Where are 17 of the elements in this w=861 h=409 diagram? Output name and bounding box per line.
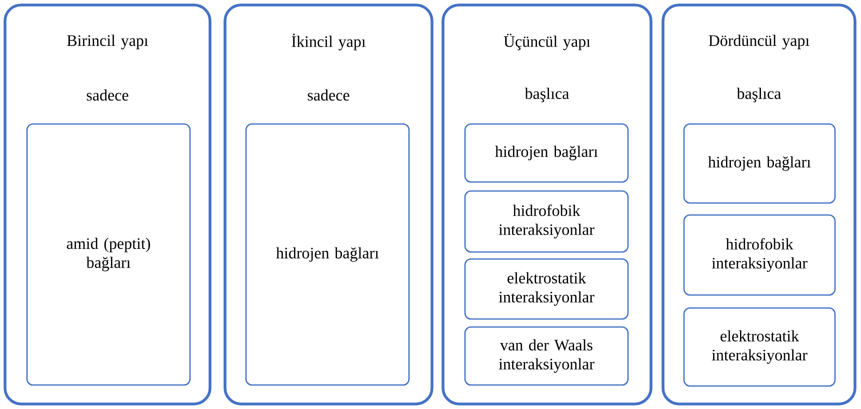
panel-heading: İkincil yapı (292, 34, 366, 50)
panel-heading: Üçüncül yapı (504, 34, 590, 50)
bond-box: elektrostatik interaksiyonlar (464, 258, 629, 320)
panel-heading: Dördüncül yapı (708, 34, 810, 50)
panel-subheading: sadece (86, 89, 128, 101)
panel-subheading: sadece (308, 89, 350, 101)
panel-heading: Birincil yapı (67, 34, 148, 50)
panel-subheading: başlıca (524, 88, 569, 102)
bond-box: hidrofobik interaksiyonlar (683, 214, 836, 296)
bond-box: hidrojen bağları (464, 123, 629, 183)
panel-subheading: başlıca (736, 88, 781, 102)
bond-box: van der Waals interaksiyonlar (464, 326, 629, 386)
bond-box: amid (peptit) bağları (26, 123, 191, 386)
bond-box: hidrojen bağları (245, 123, 410, 386)
bond-box: hidrojen bağları (683, 123, 836, 204)
bond-box: hidrofobik interaksiyonlar (464, 190, 629, 253)
bond-box: elektrostatik interaksiyonlar (683, 307, 836, 387)
